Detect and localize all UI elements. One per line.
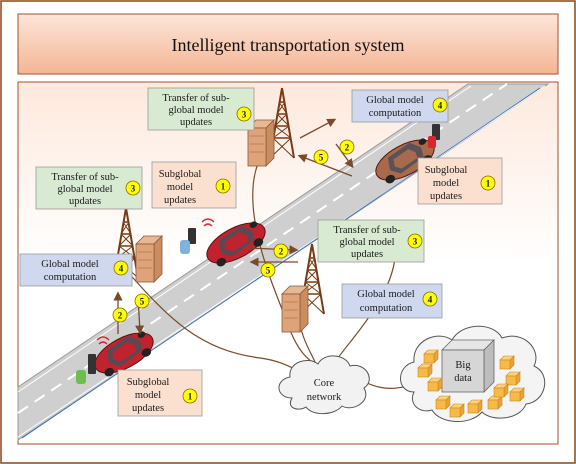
global-box-top: Global model computation 4	[351, 89, 449, 123]
svg-text:computation: computation	[360, 303, 413, 314]
svg-text:Subglobal: Subglobal	[159, 169, 202, 180]
svg-text:1: 1	[486, 179, 491, 189]
svg-text:global model: global model	[168, 105, 223, 116]
subglobal-box-top: Subglobal model updates 1	[151, 161, 237, 209]
svg-text:Global model: Global model	[41, 259, 99, 270]
svg-text:computation: computation	[369, 108, 422, 119]
svg-text:updates: updates	[351, 249, 383, 260]
svg-text:Core: Core	[314, 378, 335, 389]
svg-text:Transfer of sub-: Transfer of sub-	[333, 225, 401, 236]
svg-text:5: 5	[266, 266, 271, 276]
arrow-badges: 2 5 2 5 2 5	[112, 139, 355, 323]
svg-text:model: model	[167, 182, 193, 193]
global-box-right: Global model computation 4	[341, 283, 443, 319]
svg-text:1: 1	[188, 392, 193, 402]
big-data-cube: Big data	[441, 339, 495, 393]
subglobal-box-right: Subglobal model updates 1	[417, 157, 503, 205]
onboard-unit-middle	[180, 218, 215, 254]
svg-text:2: 2	[118, 311, 123, 321]
title-banner	[17, 13, 559, 75]
svg-text:Subglobal: Subglobal	[425, 165, 468, 176]
svg-text:2: 2	[279, 247, 284, 257]
svg-text:global model: global model	[57, 184, 112, 195]
svg-text:updates: updates	[180, 117, 212, 128]
onboard-unit-top	[428, 110, 443, 148]
edge-server-left	[135, 235, 163, 283]
edge-server-right	[281, 285, 309, 333]
transfer-box-left: Transfer of sub- global model updates 3	[35, 166, 143, 210]
svg-text:model: model	[433, 178, 459, 189]
transfer-box-right: Transfer of sub- global model updates 3	[317, 219, 425, 263]
svg-text:5: 5	[319, 153, 324, 163]
svg-text:updates: updates	[430, 191, 462, 202]
core-network-cloud: Core network	[278, 355, 370, 415]
svg-text:updates: updates	[132, 403, 164, 414]
transfer-box-top: Transfer of sub- global model updates 3	[147, 87, 255, 131]
svg-text:4: 4	[428, 295, 433, 305]
svg-text:3: 3	[413, 237, 418, 247]
svg-text:4: 4	[119, 264, 124, 274]
global-box-left: Global model computation 4	[19, 253, 133, 287]
svg-text:global model: global model	[339, 237, 394, 248]
svg-text:Big: Big	[455, 360, 471, 371]
subglobal-box-bottom: Subglobal model updates 1	[117, 369, 203, 417]
svg-text:computation: computation	[44, 272, 97, 283]
svg-text:3: 3	[131, 184, 136, 194]
onboard-unit-bottom	[76, 336, 110, 384]
svg-text:updates: updates	[164, 195, 196, 206]
svg-text:Global model: Global model	[366, 95, 424, 106]
svg-text:2: 2	[345, 143, 350, 153]
title: Intelligent transportation system	[172, 35, 405, 55]
svg-text:Transfer of sub-: Transfer of sub-	[51, 172, 119, 183]
svg-text:Global model: Global model	[357, 289, 415, 300]
svg-text:Subglobal: Subglobal	[127, 377, 170, 388]
svg-text:model: model	[135, 390, 161, 401]
svg-text:3: 3	[242, 110, 247, 120]
svg-text:Transfer of sub-: Transfer of sub-	[162, 93, 230, 104]
svg-text:updates: updates	[69, 196, 101, 207]
big-data-cloud: Big data	[400, 325, 546, 423]
svg-text:1: 1	[221, 182, 226, 192]
svg-text:4: 4	[438, 101, 443, 111]
svg-text:5: 5	[140, 297, 145, 307]
svg-text:data: data	[454, 373, 472, 384]
svg-text:network: network	[307, 392, 342, 403]
